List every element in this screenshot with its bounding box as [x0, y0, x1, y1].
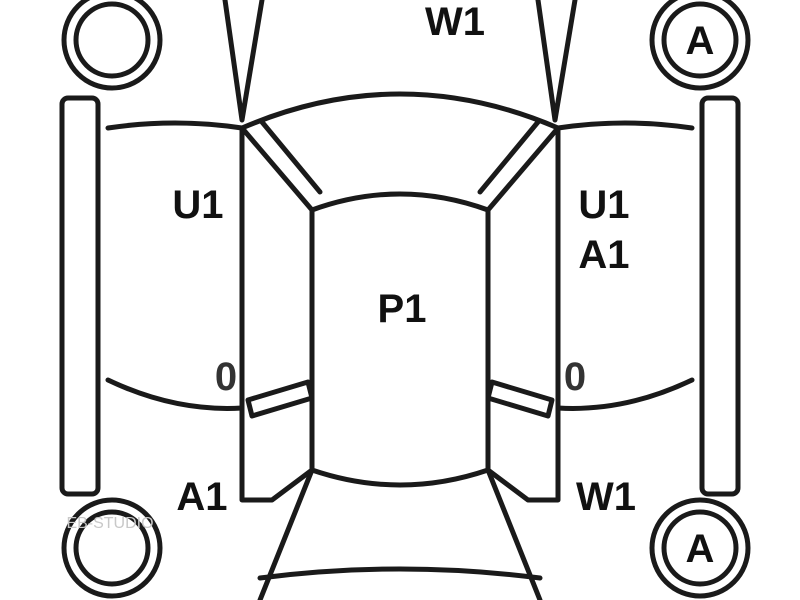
windshield-right-pillar — [485, 125, 561, 213]
windshield-left-pillar — [239, 125, 315, 213]
label-right-front-door-1: U1 — [578, 183, 629, 227]
right-sill — [699, 95, 741, 497]
left-rear-door — [239, 405, 315, 503]
label-wheel-bottom-right: A — [686, 527, 715, 571]
left-front-door — [105, 120, 245, 411]
label-left-rear: A1 — [176, 475, 227, 519]
label-windshield: W1 — [425, 0, 485, 44]
wheel-bottom-right — [649, 497, 751, 599]
label-right-front-door-2: A1 — [578, 233, 629, 277]
left-sill — [59, 95, 101, 497]
wheel-top-right — [649, 0, 751, 91]
label-right-zero: 0 — [564, 355, 586, 399]
rear-window — [257, 566, 543, 581]
label-left-zero: 0 — [215, 355, 237, 399]
windshield — [239, 91, 561, 131]
windshield-right-pillar-inner — [477, 119, 541, 195]
wheel-top-left — [61, 0, 163, 91]
watermark: EB-STUDIO — [66, 515, 153, 532]
left-mirror — [222, 0, 265, 123]
right-rear-door — [485, 405, 561, 503]
right-front-door — [555, 120, 695, 411]
right-rear-window — [485, 379, 555, 419]
roof-panel — [309, 191, 491, 488]
label-roof: P1 — [378, 287, 427, 331]
label-left-front-door: U1 — [172, 183, 223, 227]
label-wheel-top-right: A — [686, 19, 715, 63]
right-mirror — [535, 0, 578, 123]
label-right-rear: W1 — [576, 475, 636, 519]
wheel-bottom-left — [61, 497, 163, 599]
left-rear-window — [245, 379, 315, 419]
windshield-left-pillar-inner — [259, 119, 323, 195]
